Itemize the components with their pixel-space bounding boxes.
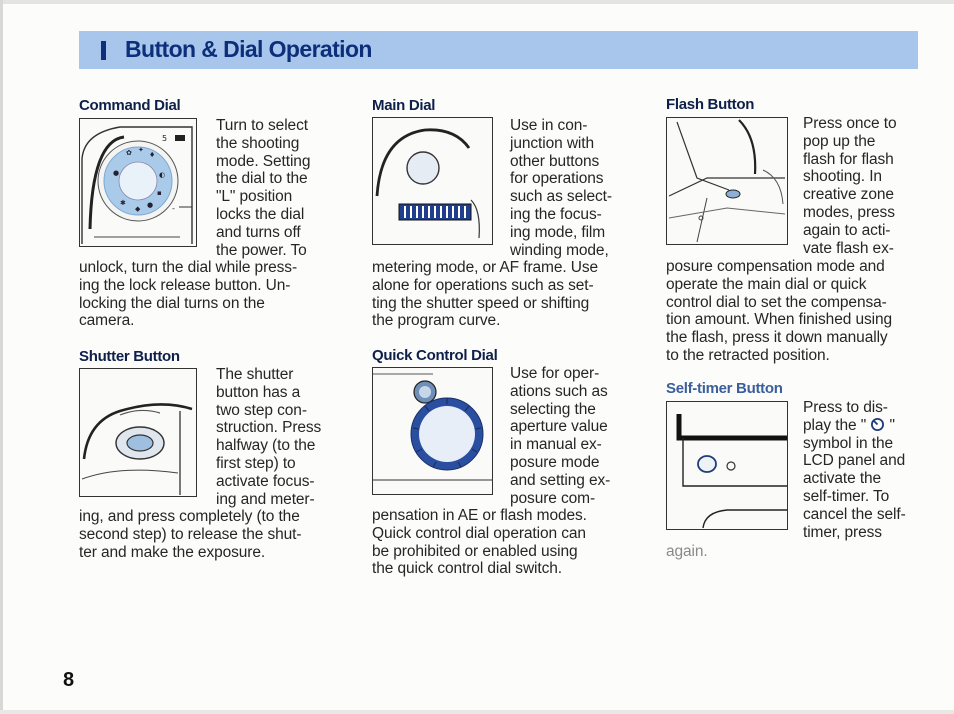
main-dial-heading: Main Dial — [372, 97, 436, 114]
page-edge-top — [0, 0, 954, 4]
flash-button-illustration — [666, 117, 788, 245]
flash-button-side-text: Press once to pop up the flash for flash… — [803, 115, 897, 257]
command-dial-heading: Command Dial — [79, 97, 181, 114]
page-title: Button & Dial Operation — [125, 36, 372, 62]
svg-text:♦: ♦ — [149, 151, 155, 159]
self-timer-text-before: Press to dis- play the " — [803, 399, 888, 434]
self-timer-button-side-text: Press to dis- play the " " symbol in the… — [803, 399, 906, 541]
svg-text:●: ● — [147, 201, 153, 209]
svg-text:✿: ✿ — [126, 149, 132, 157]
main-dial-body-text: metering mode, or AF frame. Use alone fo… — [372, 259, 599, 330]
bar-marker-icon — [101, 41, 106, 60]
self-timer-button-illustration — [666, 401, 788, 530]
svg-text:✱: ✱ — [120, 199, 126, 207]
quick-control-dial-heading: Quick Control Dial — [372, 347, 498, 364]
svg-text:▪: ▪ — [157, 189, 162, 197]
self-timer-icon — [871, 417, 885, 431]
shutter-button-heading: Shutter Button — [79, 348, 180, 365]
flash-button-body-text: posure compensation mode and operate the… — [666, 258, 892, 364]
quick-control-dial-illustration — [372, 367, 493, 495]
svg-text:✦: ✦ — [138, 146, 144, 154]
section-banner: Button & Dial Operation — [79, 31, 918, 69]
page-edge-left — [0, 0, 3, 714]
command-dial-illustration: ✿ ✦ ♦ ● ◐ ▪ ✱ ◆ ● 5 - — [79, 118, 197, 247]
self-timer-button-body-text: again. — [666, 543, 708, 560]
main-dial-side-text: Use in con- junction with other buttons … — [510, 117, 612, 259]
command-dial-body-text: unlock, turn the dial while press- ing t… — [79, 259, 298, 330]
svg-text:5: 5 — [162, 134, 167, 143]
svg-text:◐: ◐ — [159, 171, 165, 179]
page-number: 8 — [63, 669, 75, 691]
command-dial-side-text: Turn to select the shooting mode. Settin… — [216, 117, 311, 259]
self-timer-text-after: " symbol in the LCD panel and activate t… — [803, 416, 906, 541]
flash-button-heading: Flash Button — [666, 96, 755, 113]
quick-control-dial-side-text: Use for oper- ations such as selecting t… — [510, 365, 611, 507]
quick-control-dial-body-text: pensation in AE or flash modes. Quick co… — [372, 507, 587, 578]
shutter-button-illustration — [79, 368, 197, 497]
svg-text:●: ● — [113, 169, 119, 177]
svg-text:-: - — [172, 204, 175, 213]
shutter-button-side-text: The shutter button has a two step con- s… — [216, 366, 322, 508]
self-timer-button-heading: Self-timer Button — [666, 380, 783, 397]
svg-text:◆: ◆ — [135, 205, 141, 213]
page-edge-bottom — [0, 710, 954, 714]
shutter-button-body-text: ing, and press completely (to the second… — [79, 508, 302, 561]
main-dial-illustration — [372, 117, 493, 245]
